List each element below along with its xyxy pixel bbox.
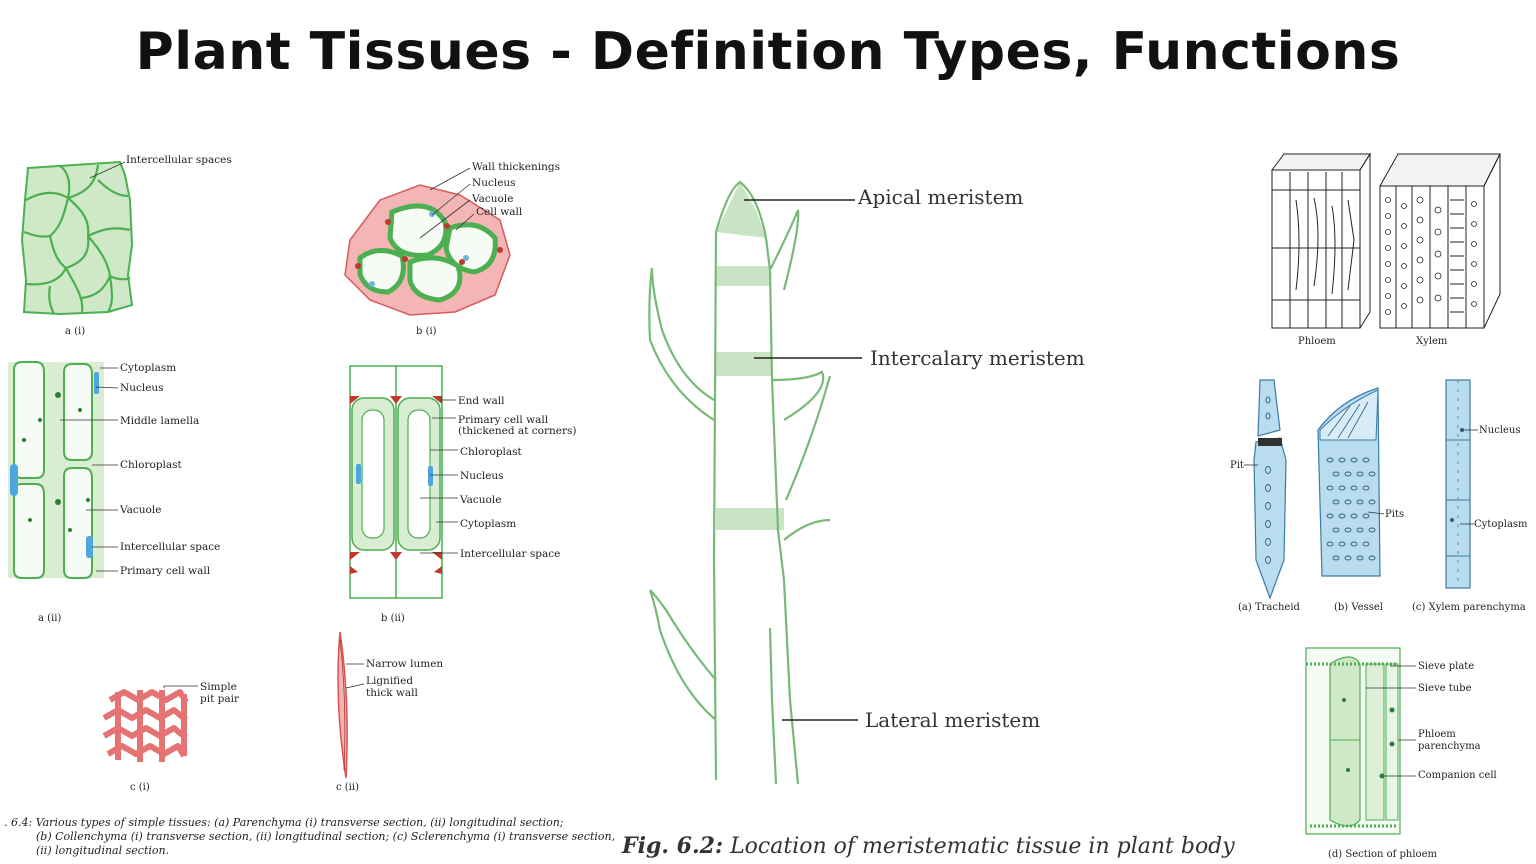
label-narrow-lumen: Narrow lumen: [366, 658, 443, 670]
label-lateral-meristem: Lateral meristem: [865, 708, 1040, 732]
label-intercellular-spaces: Intercellular spaces: [126, 154, 232, 166]
figure-caption-text: Location of meristematic tissue in plant…: [723, 834, 1235, 859]
label-chloroplast-a: Chloroplast: [120, 459, 183, 471]
page-title: Plant Tissues - Definition Types, Functi…: [135, 22, 1401, 82]
sclerenchyma-longitudinal-illustration: [337, 631, 365, 779]
phloem-block-illustration: [1271, 152, 1371, 329]
label-tracheid: (a) Tracheid: [1238, 602, 1301, 613]
label-chloroplast-b: Chloroplast: [460, 446, 523, 458]
xylem-parenchyma-illustration: [1445, 379, 1478, 589]
label-cytoplasm-b-ii: Cytoplasm: [460, 518, 516, 530]
label-simple-pit-1: Simple: [200, 681, 237, 693]
figure-caption: Fig. 6.2: Location of meristematic tissu…: [621, 833, 1235, 859]
label-xylem: Xylem: [1416, 336, 1448, 347]
label-apical-meristem: Apical meristem: [857, 185, 1023, 209]
label-phloem: Phloem: [1298, 336, 1336, 347]
vessel-pits: [1326, 457, 1376, 561]
label-primary-cell-wall-b-1: Primary cell wall: [458, 414, 549, 426]
xylem-block-illustration: [1379, 153, 1501, 329]
sclerenchyma-transverse-illustration: [102, 689, 189, 762]
label-wall-thickenings: Wall thickenings: [472, 161, 560, 173]
sublabel-c-i: c (i): [130, 782, 150, 793]
label-middle-lamella: Middle lamella: [120, 415, 199, 427]
sublabel-a-ii: a (ii): [38, 613, 61, 624]
tracheid-illustration: [1244, 379, 1287, 600]
label-cell-wall: Cell wall: [476, 206, 523, 218]
label-pits: Pits: [1385, 509, 1404, 520]
label-vacuole-a: Vacuole: [119, 504, 161, 516]
label-primary-cell-wall-b-2: (thickened at corners): [458, 425, 576, 437]
label-nucleus-b-ii: Nucleus: [460, 470, 504, 482]
figure-caption-number: Fig. 6.2:: [621, 833, 723, 859]
label-primary-cell-wall-a: Primary cell wall: [120, 565, 211, 577]
collenchyma-transverse-illustration: [344, 167, 511, 316]
caption-line-3: (ii) longitudinal section.: [36, 844, 169, 857]
label-pit: Pit: [1230, 460, 1244, 471]
collenchyma-longitudinal-illustration: [349, 365, 458, 599]
label-sieve-tube: Sieve tube: [1418, 683, 1472, 694]
label-intercellular-space-b: Intercellular space: [460, 548, 560, 560]
label-phloem-parenchyma-2: parenchyma: [1418, 741, 1481, 752]
label-cytoplasm-a: Cytoplasm: [120, 362, 176, 374]
label-section-of-phloem: (d) Section of phloem: [1328, 849, 1437, 860]
label-end-wall: End wall: [458, 395, 505, 407]
label-simple-pit-2: pit pair: [200, 693, 240, 705]
sublabel-b-ii: b (ii): [381, 613, 405, 624]
label-phloem-parenchyma-1: Phloem: [1418, 729, 1456, 740]
label-nucleus-a: Nucleus: [120, 382, 164, 394]
label-lignified-2: thick wall: [366, 687, 419, 699]
label-vessel: (b) Vessel: [1334, 602, 1383, 613]
sublabel-a-i: a (i): [65, 326, 85, 337]
plant-body-illustration: [648, 180, 862, 785]
label-intercellular-space-a: Intercellular space: [120, 541, 220, 553]
label-xylem-parenchyma: (c) Xylem parenchyma: [1412, 602, 1526, 613]
parenchyma-longitudinal-illustration: [8, 361, 119, 579]
label-cytoplasm-xylem: Cytoplasm: [1474, 519, 1528, 530]
phloem-section-illustration: [1305, 647, 1416, 835]
sublabel-c-ii: c (ii): [336, 782, 359, 793]
label-lignified-1: Lignified: [366, 675, 413, 687]
label-nucleus-b: Nucleus: [472, 177, 516, 189]
label-companion-cell: Companion cell: [1418, 770, 1497, 781]
label-intercalary-meristem: Intercalary meristem: [870, 346, 1085, 370]
label-vacuole-b: Vacuole: [471, 193, 513, 205]
xylem-pits-illustration: [1385, 196, 1477, 315]
parenchyma-transverse-illustration: [20, 160, 134, 316]
label-nucleus-xylem: Nucleus: [1479, 425, 1520, 436]
caption-line-2: (b) Collenchyma (i) transverse section, …: [36, 830, 615, 843]
label-sieve-plate: Sieve plate: [1418, 661, 1474, 672]
caption-line-1: . 6.4: Various types of simple tissues: …: [4, 816, 564, 829]
sublabel-b-i: b (i): [416, 326, 437, 337]
vessel-illustration: [1317, 387, 1385, 577]
label-vacuole-b-ii: Vacuole: [459, 494, 501, 506]
